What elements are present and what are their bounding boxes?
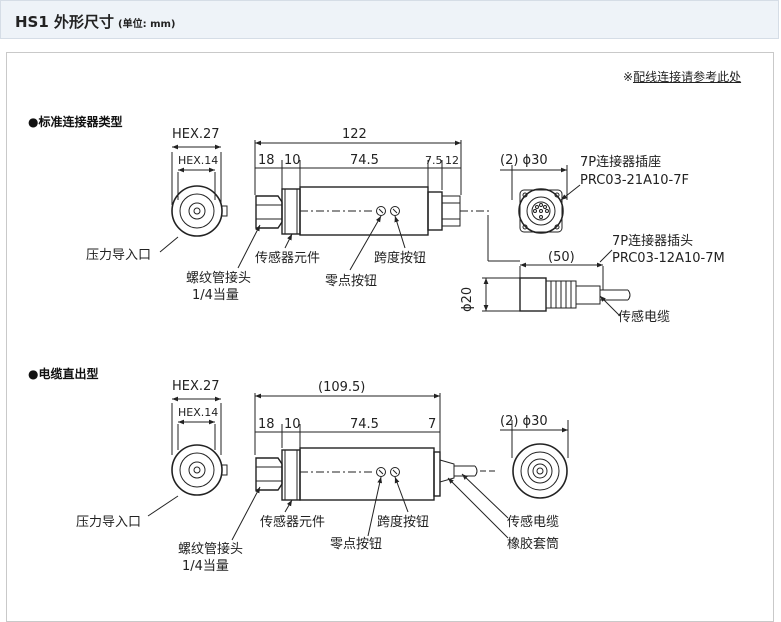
s2-pressure-inlet: 压力导入口 [76, 515, 141, 530]
title-text: HS1 外形尺寸 [15, 13, 115, 31]
s2-rubber-sleeve: 橡胶套筒 [507, 536, 559, 552]
section-cable-title: ●电缆直出型 [28, 367, 99, 381]
s1-plug-model: PRC03-12A10-7M [612, 251, 725, 266]
cable-rear-view [500, 420, 569, 499]
section-standard-title: ●标准连接器类型 [28, 115, 123, 129]
standard-plug-view [482, 249, 631, 317]
s1-hex14: HEX.14 [178, 154, 218, 167]
wiring-reference-link[interactable]: 配线连接请参考此处 [633, 70, 742, 84]
s1-zero-button: 零点按钮 [325, 274, 377, 289]
unit-note: (单位: mm) [118, 19, 176, 30]
s2-length-74-5: 74.5 [350, 417, 379, 432]
s2-length-7: 7 [428, 417, 436, 432]
s2-diameter: (2) ϕ30 [500, 414, 548, 429]
standard-side-view [237, 140, 520, 271]
s1-diameter: (2) ϕ30 [500, 153, 548, 168]
s2-sensor-element: 传感器元件 [260, 514, 325, 530]
standard-connector-view [500, 165, 581, 234]
s1-length-total: 122 [342, 127, 367, 142]
s1-length-18: 18 [258, 153, 275, 168]
s1-span-button: 跨度按钮 [374, 250, 426, 266]
s1-pressure-inlet: 压力导入口 [86, 248, 151, 263]
s1-socket-model: PRC03-21A10-7F [580, 173, 689, 188]
s1-plug-name: 7P连接器插头 [612, 233, 693, 249]
s1-cable: 传感电缆 [618, 309, 670, 325]
ref-mark: ※ [623, 70, 634, 84]
s2-length-10: 10 [284, 417, 301, 432]
drawing-frame [6, 52, 774, 622]
s1-quarter-equiv: 1/4当量 [192, 288, 239, 303]
standard-front-view [159, 144, 228, 253]
section-header: HS1 外形尺寸(单位: mm) [0, 0, 779, 39]
s1-length-10: 10 [284, 153, 301, 168]
s2-hex14: HEX.14 [178, 406, 218, 419]
s1-length-74-5: 74.5 [350, 153, 379, 168]
s2-length-18: 18 [258, 417, 275, 432]
s2-length-total: (109.5) [318, 380, 365, 395]
s1-phi20: ϕ20 [460, 287, 475, 312]
s1-sensor-element: 传感器元件 [255, 250, 320, 266]
s1-hex27: HEX.27 [172, 127, 220, 142]
s1-socket-name: 7P连接器插座 [580, 154, 661, 170]
s1-plug-length: (50) [548, 250, 575, 265]
s2-span-button: 跨度按钮 [377, 514, 429, 530]
wiring-reference[interactable]: ※配线连接请参考此处 [623, 68, 741, 85]
cable-side-view [231, 393, 509, 541]
s2-quarter-equiv: 1/4当量 [182, 559, 229, 574]
s2-cable: 传感电缆 [507, 514, 559, 530]
s2-hex27: HEX.27 [172, 379, 220, 394]
s2-zero-button: 零点按钮 [330, 537, 382, 552]
s1-screw-joint: 螺纹管接头 [186, 270, 251, 286]
page-title: HS1 外形尺寸(单位: mm) [15, 11, 176, 32]
s1-length-12: 12 [445, 154, 459, 167]
cable-front-view [147, 396, 228, 517]
s1-length-7-5: 7.5 [425, 154, 443, 167]
s2-screw-joint: 螺纹管接头 [178, 541, 243, 557]
